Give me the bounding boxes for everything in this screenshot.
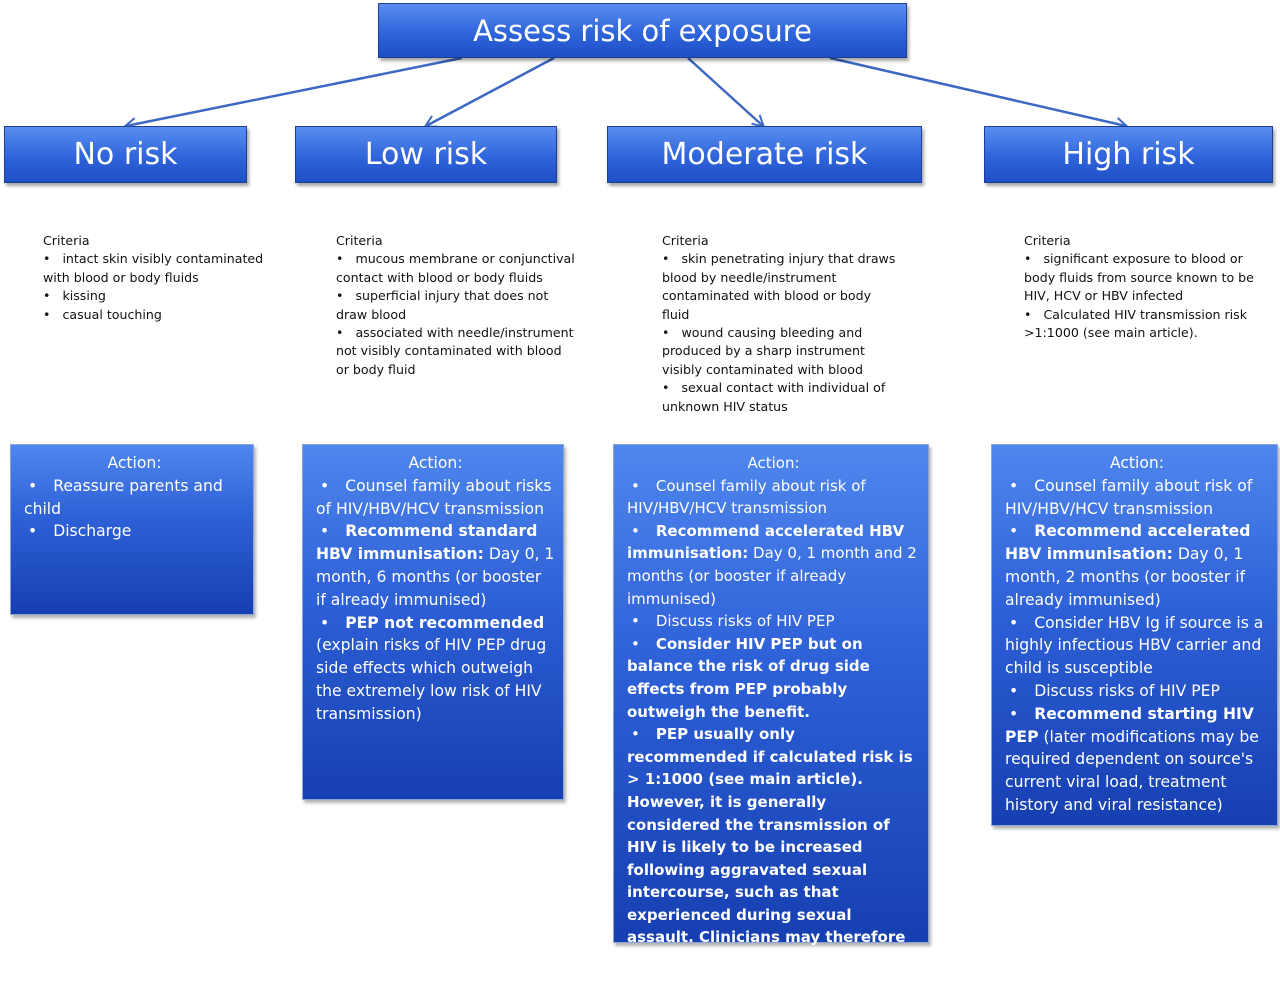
- criteria-item: superficial injury that does not draw bl…: [336, 287, 576, 324]
- no-risk-criteria: Criteria intact skin visibly contaminate…: [43, 232, 268, 324]
- action-list: Counsel family about risk of HIV/HBV/HCV…: [1005, 475, 1269, 817]
- action-list: Counsel family about risk of HIV/HBV/HCV…: [627, 475, 920, 994]
- arrow-to-low-risk: [426, 56, 555, 126]
- action-item: Reassure parents and child: [24, 475, 245, 521]
- criteria-label: Criteria: [336, 233, 383, 248]
- connector-arrows: [0, 56, 1280, 945]
- criteria-item: wound causing bleeding and produced by a…: [662, 324, 902, 379]
- action-item: Consider HIV PEP but on balance the risk…: [627, 633, 920, 723]
- action-list: Counsel family about risks of HIV/HBV/HC…: [316, 475, 555, 726]
- criteria-item: intact skin visibly contaminated with bl…: [43, 250, 268, 287]
- action-title: Action:: [107, 454, 162, 472]
- action-title: Action:: [747, 454, 800, 472]
- criteria-item: Calculated HIV transmission risk >1:1000…: [1024, 306, 1264, 343]
- no-risk-action-box: Action: Reassure parents and child Disch…: [10, 444, 254, 615]
- moderate-risk-criteria: Criteria skin penetrating injury that dr…: [662, 232, 902, 416]
- action-title: Action:: [408, 454, 463, 472]
- criteria-item: casual touching: [43, 306, 268, 324]
- high-risk-action-box: Action: Counsel family about risk of HIV…: [991, 444, 1278, 826]
- criteria-list: skin penetrating injury that draws blood…: [662, 250, 902, 416]
- no-risk-header: No risk: [4, 126, 247, 183]
- criteria-label: Criteria: [662, 233, 709, 248]
- action-item: Discuss risks of HIV PEP: [1005, 680, 1269, 703]
- action-title: Action:: [1109, 454, 1165, 472]
- moderate-risk-header: Moderate risk: [607, 126, 922, 183]
- low-risk-header: Low risk: [295, 126, 557, 183]
- action-item: Counsel family about risk of HIV/HBV/HCV…: [1005, 475, 1269, 521]
- no-risk-title: No risk: [73, 137, 178, 172]
- assess-risk-header: Assess risk of exposure: [378, 3, 907, 58]
- action-item: PEP usually only recommended if calculat…: [627, 723, 920, 994]
- moderate-risk-action-box: Action: Counsel family about risk of HIV…: [613, 444, 929, 992]
- action-item: Recommend accelerated HBV immunisation: …: [627, 520, 920, 610]
- moderate-risk-title: Moderate risk: [661, 137, 868, 172]
- criteria-list: significant exposure to blood or body fl…: [1024, 250, 1264, 342]
- criteria-item: significant exposure to blood or body fl…: [1024, 250, 1264, 305]
- action-item: Recommend starting HIV PEP (later modifi…: [1005, 703, 1269, 817]
- action-item: Recommend accelerated HBV immunisation: …: [1005, 520, 1269, 611]
- action-item: PEP not recommended (explain risks of HI…: [316, 612, 555, 726]
- criteria-list: mucous membrane or conjunctival contact …: [336, 250, 576, 379]
- action-item: Counsel family about risks of HIV/HBV/HC…: [316, 475, 555, 521]
- criteria-label: Criteria: [1024, 233, 1071, 248]
- high-risk-header: High risk: [984, 126, 1273, 183]
- assess-risk-title: Assess risk of exposure: [473, 13, 812, 48]
- arrow-to-high-risk: [829, 56, 1126, 126]
- low-risk-title: Low risk: [364, 137, 488, 172]
- action-list: Reassure parents and child Discharge: [24, 475, 245, 543]
- high-risk-title: High risk: [1062, 137, 1195, 172]
- criteria-item: skin penetrating injury that draws blood…: [662, 250, 902, 324]
- criteria-item: associated with needle/instrument not vi…: [336, 324, 576, 379]
- low-risk-criteria: Criteria mucous membrane or conjunctival…: [336, 232, 576, 379]
- action-item: Counsel family about risk of HIV/HBV/HCV…: [627, 475, 920, 520]
- action-item: Discharge: [24, 520, 245, 543]
- criteria-item: kissing: [43, 287, 268, 305]
- criteria-list: intact skin visibly contaminated with bl…: [43, 250, 268, 324]
- arrow-to-no-risk: [126, 56, 463, 126]
- low-risk-action-box: Action: Counsel family about risks of HI…: [302, 444, 564, 800]
- criteria-label: Criteria: [43, 233, 90, 248]
- action-item: Consider HBV Ig if source is a highly in…: [1005, 612, 1269, 680]
- criteria-item: mucous membrane or conjunctival contact …: [336, 250, 576, 287]
- arrow-to-moderate-risk: [687, 57, 763, 126]
- action-item: Discuss risks of HIV PEP: [627, 610, 920, 633]
- criteria-item: sexual contact with individual of unknow…: [662, 379, 902, 416]
- action-item: Recommend standard HBV immunisation: Day…: [316, 520, 555, 611]
- high-risk-criteria: Criteria significant exposure to blood o…: [1024, 232, 1264, 342]
